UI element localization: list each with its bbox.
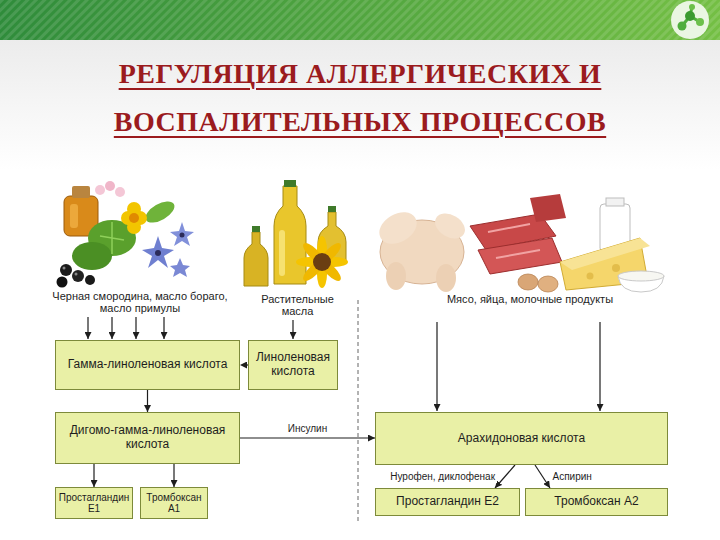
flow-arrow (495, 465, 515, 488)
herbs-illustration (75, 273, 78, 276)
animal-food-illustration (518, 274, 538, 290)
oils-illustration (313, 253, 331, 271)
herbs-illustration (57, 264, 96, 288)
box-text: Гамма-линоленовая кислота (68, 358, 228, 372)
herbs-illustration (115, 187, 125, 197)
edge-label: Инсулин (286, 423, 329, 435)
logo (678, 22, 687, 31)
herbs-illustration (72, 186, 90, 198)
process-box: Тромбоксан А1 (140, 487, 208, 519)
header-band (0, 40, 720, 170)
herbs-illustration (72, 270, 84, 282)
process-box: Дигомо-гамма-линоленовая кислота (55, 412, 240, 464)
separator-line (358, 300, 359, 522)
oils-illustration (279, 230, 285, 276)
herbs-illustration (129, 213, 139, 223)
oils-illustration (284, 180, 296, 187)
picture-caption: Черная смородина, масло бораго, масло пр… (40, 290, 240, 314)
oils-illustration (274, 186, 306, 284)
header-band (0, 0, 720, 170)
oils-illustration (244, 180, 348, 288)
picture-caption: Растительные масла (245, 293, 350, 317)
logo (689, 4, 695, 10)
source-arrow (87, 317, 88, 339)
box-text: Дигомо-гамма-линоленовая кислота (61, 424, 234, 452)
process-box: Тромбоксан А2 (525, 488, 668, 516)
herbs-illustration (142, 222, 194, 277)
oils-illustration (252, 226, 260, 232)
separator-line (358, 300, 359, 522)
process-box: Линоленовая кислота (248, 340, 338, 390)
source-arrow (292, 320, 293, 339)
animal-food-illustration (538, 276, 558, 292)
edge-label: Аспирин (551, 471, 594, 483)
source-arrow (436, 322, 437, 411)
box-text: Тромбоксан А1 (146, 492, 202, 515)
herbs-illustration (57, 277, 68, 288)
herbs-illustration (121, 202, 147, 234)
animal-food-illustration (374, 206, 423, 250)
flow-arrow (93, 464, 94, 487)
process-box: Простагландин Е2 (375, 488, 520, 516)
box-text: Тромбоксан А2 (554, 495, 638, 509)
box-text: Простагландин Е2 (396, 495, 499, 509)
box-text: Линоленовая кислота (254, 351, 332, 379)
flow-arrow (173, 464, 174, 487)
herbs-illustration (105, 181, 115, 191)
animal-food-illustration (560, 238, 650, 270)
herbs-illustration (63, 267, 66, 270)
box-text: Простагландин Е1 (59, 492, 130, 515)
animal-food-illustration (530, 194, 566, 222)
animal-food-illustration (606, 198, 624, 206)
source-arrow (111, 317, 112, 339)
animal-food-illustration (374, 194, 664, 292)
animal-food-illustration (618, 271, 664, 281)
source-arrow (599, 322, 600, 411)
slide-title: РЕГУЛЯЦИЯ АЛЛЕРГИЧЕСКИХ И ВОСПАЛИТЕЛЬНЫХ… (60, 50, 660, 146)
flow-arrow (147, 390, 148, 412)
animal-food-illustration (436, 264, 456, 292)
header-band (0, 0, 720, 40)
animal-food-illustration (386, 262, 406, 290)
herbs-illustration (70, 204, 78, 228)
oils-illustration (244, 232, 268, 286)
herbs-illustration (100, 222, 124, 254)
source-arrow (163, 317, 164, 339)
herbs-illustration (142, 197, 178, 227)
animal-food-illustration (478, 238, 562, 274)
animal-food-illustration (612, 264, 620, 272)
edge-label: Нурофен, диклофенак (388, 471, 497, 483)
herbs-illustration (72, 242, 112, 270)
animal-food-illustration (431, 208, 470, 243)
animal-food-illustration (488, 224, 540, 258)
header-band (0, 0, 720, 40)
logo (685, 11, 695, 21)
picture-caption: Мясо, яйца, молочные продукты (440, 293, 620, 305)
process-box: Гамма-линоленовая кислота (55, 340, 240, 390)
process-box: Арахидоновая кислота (375, 412, 668, 465)
logo (696, 18, 704, 26)
herbs-illustration (142, 236, 174, 268)
source-arrow (135, 317, 136, 339)
flow-arrow (240, 364, 248, 365)
herbs-illustration (85, 275, 95, 285)
logo (671, 1, 709, 39)
herbs-illustration (170, 258, 190, 277)
process-box: Простагландин Е1 (55, 487, 133, 519)
herbs-illustration (180, 233, 185, 238)
flow-arrow (240, 437, 375, 438)
herbs-illustration (95, 185, 105, 195)
logo (671, 1, 709, 39)
box-text: Арахидоновая кислота (458, 432, 585, 446)
herbs-illustration (170, 222, 194, 246)
flow-arrow (535, 465, 550, 488)
oils-illustration (296, 236, 348, 288)
oils-illustration (328, 206, 336, 212)
animal-food-illustration (587, 273, 594, 280)
herbs-illustration (155, 250, 161, 256)
herbs-illustration (60, 264, 72, 276)
herbs-illustration (57, 181, 195, 288)
